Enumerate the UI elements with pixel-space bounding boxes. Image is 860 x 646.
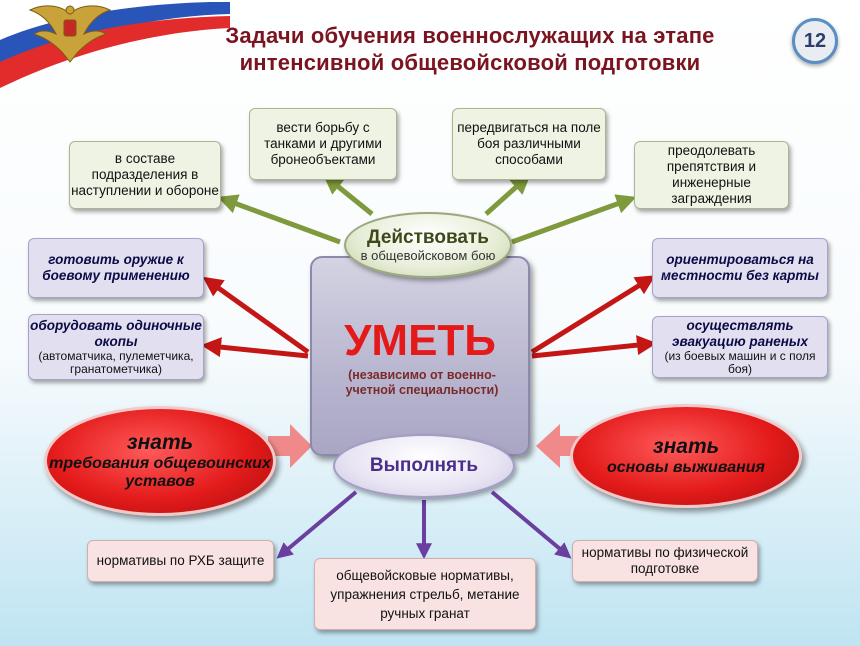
know-regulations-text: требования общевоинских уставов xyxy=(49,455,271,490)
task-box-movement: передвигаться на поле боя различными спо… xyxy=(452,108,606,180)
title-line-1: Задачи обучения военнослужащих на этапе xyxy=(225,23,715,48)
arrow-to-tanks xyxy=(323,174,374,216)
know-survival-text: основы выживания xyxy=(607,459,765,476)
arrow-to-orientation xyxy=(530,275,656,355)
arrow-to-evacuation xyxy=(531,335,657,359)
arrow-to-movement xyxy=(484,173,531,216)
arrow-to-trenches xyxy=(201,337,309,359)
skill-box-weapon-prep: готовить оружие к боевому применению xyxy=(28,238,204,298)
arrow-to-weapon-prep xyxy=(202,276,310,355)
skill-box-trenches-note: (автоматчика, пулеметчика, гранатометчик… xyxy=(38,349,194,376)
eagle-emblem-icon xyxy=(28,5,112,63)
skill-box-evacuation-note: (из боевых машин и с поля боя) xyxy=(664,349,816,376)
pink-arrow-right xyxy=(536,424,580,468)
skill-box-trenches: оборудовать одиночные окопы (автоматчика… xyxy=(28,314,204,380)
central-skill-box: УМЕТЬ (независимо от военно-учетной спец… xyxy=(310,256,530,456)
norms-box-general: общевойсковые нормативы, упражнения стре… xyxy=(314,558,536,630)
know-survival-oval: знать основы выживания xyxy=(570,404,802,508)
task-box-obstacles: преодолевать препятствия и инженерные за… xyxy=(634,141,789,209)
title-line-2: интенсивной общевойсковой подготовки xyxy=(239,50,701,75)
act-oval: Действовать в общевойсковом бою xyxy=(344,212,512,278)
arrow-to-rhb xyxy=(276,490,358,559)
know-regulations-heading: знать xyxy=(126,431,194,454)
skill-box-orientation: ориентироваться на местности без карты xyxy=(652,238,828,298)
act-heading: Действовать xyxy=(367,227,489,248)
central-heading: УМЕТЬ xyxy=(344,316,496,365)
norms-box-rhb: нормативы по РХБ защите xyxy=(87,540,274,582)
task-box-attack-defense: в составе подразделения в наступлении и … xyxy=(69,141,221,209)
arrow-to-physical xyxy=(490,490,572,559)
act-subheading: в общевойсковом бою xyxy=(360,248,496,263)
arrow-to-attack-defense xyxy=(217,194,341,245)
pink-arrow-left xyxy=(268,424,312,468)
know-survival-heading: знать xyxy=(652,435,720,458)
know-regulations-oval: знать требования общевоинских уставов xyxy=(44,406,276,516)
slide-number-badge: 12 xyxy=(792,18,838,64)
perform-oval: Выполнять xyxy=(333,434,515,498)
central-subheading: (независимо от военно-учетной специально… xyxy=(345,368,499,397)
task-box-tanks: вести борьбу с танками и другими бронеоб… xyxy=(249,108,397,180)
norms-box-physical: нормативы по физической подготовке xyxy=(572,540,758,582)
skill-box-evacuation: осуществлять эвакуацию раненых (из боевы… xyxy=(652,316,828,378)
page-title: Задачи обучения военнослужащих на этапе … xyxy=(150,22,790,76)
perform-heading: Выполнять xyxy=(369,455,479,476)
arrow-to-obstacles xyxy=(511,194,637,245)
